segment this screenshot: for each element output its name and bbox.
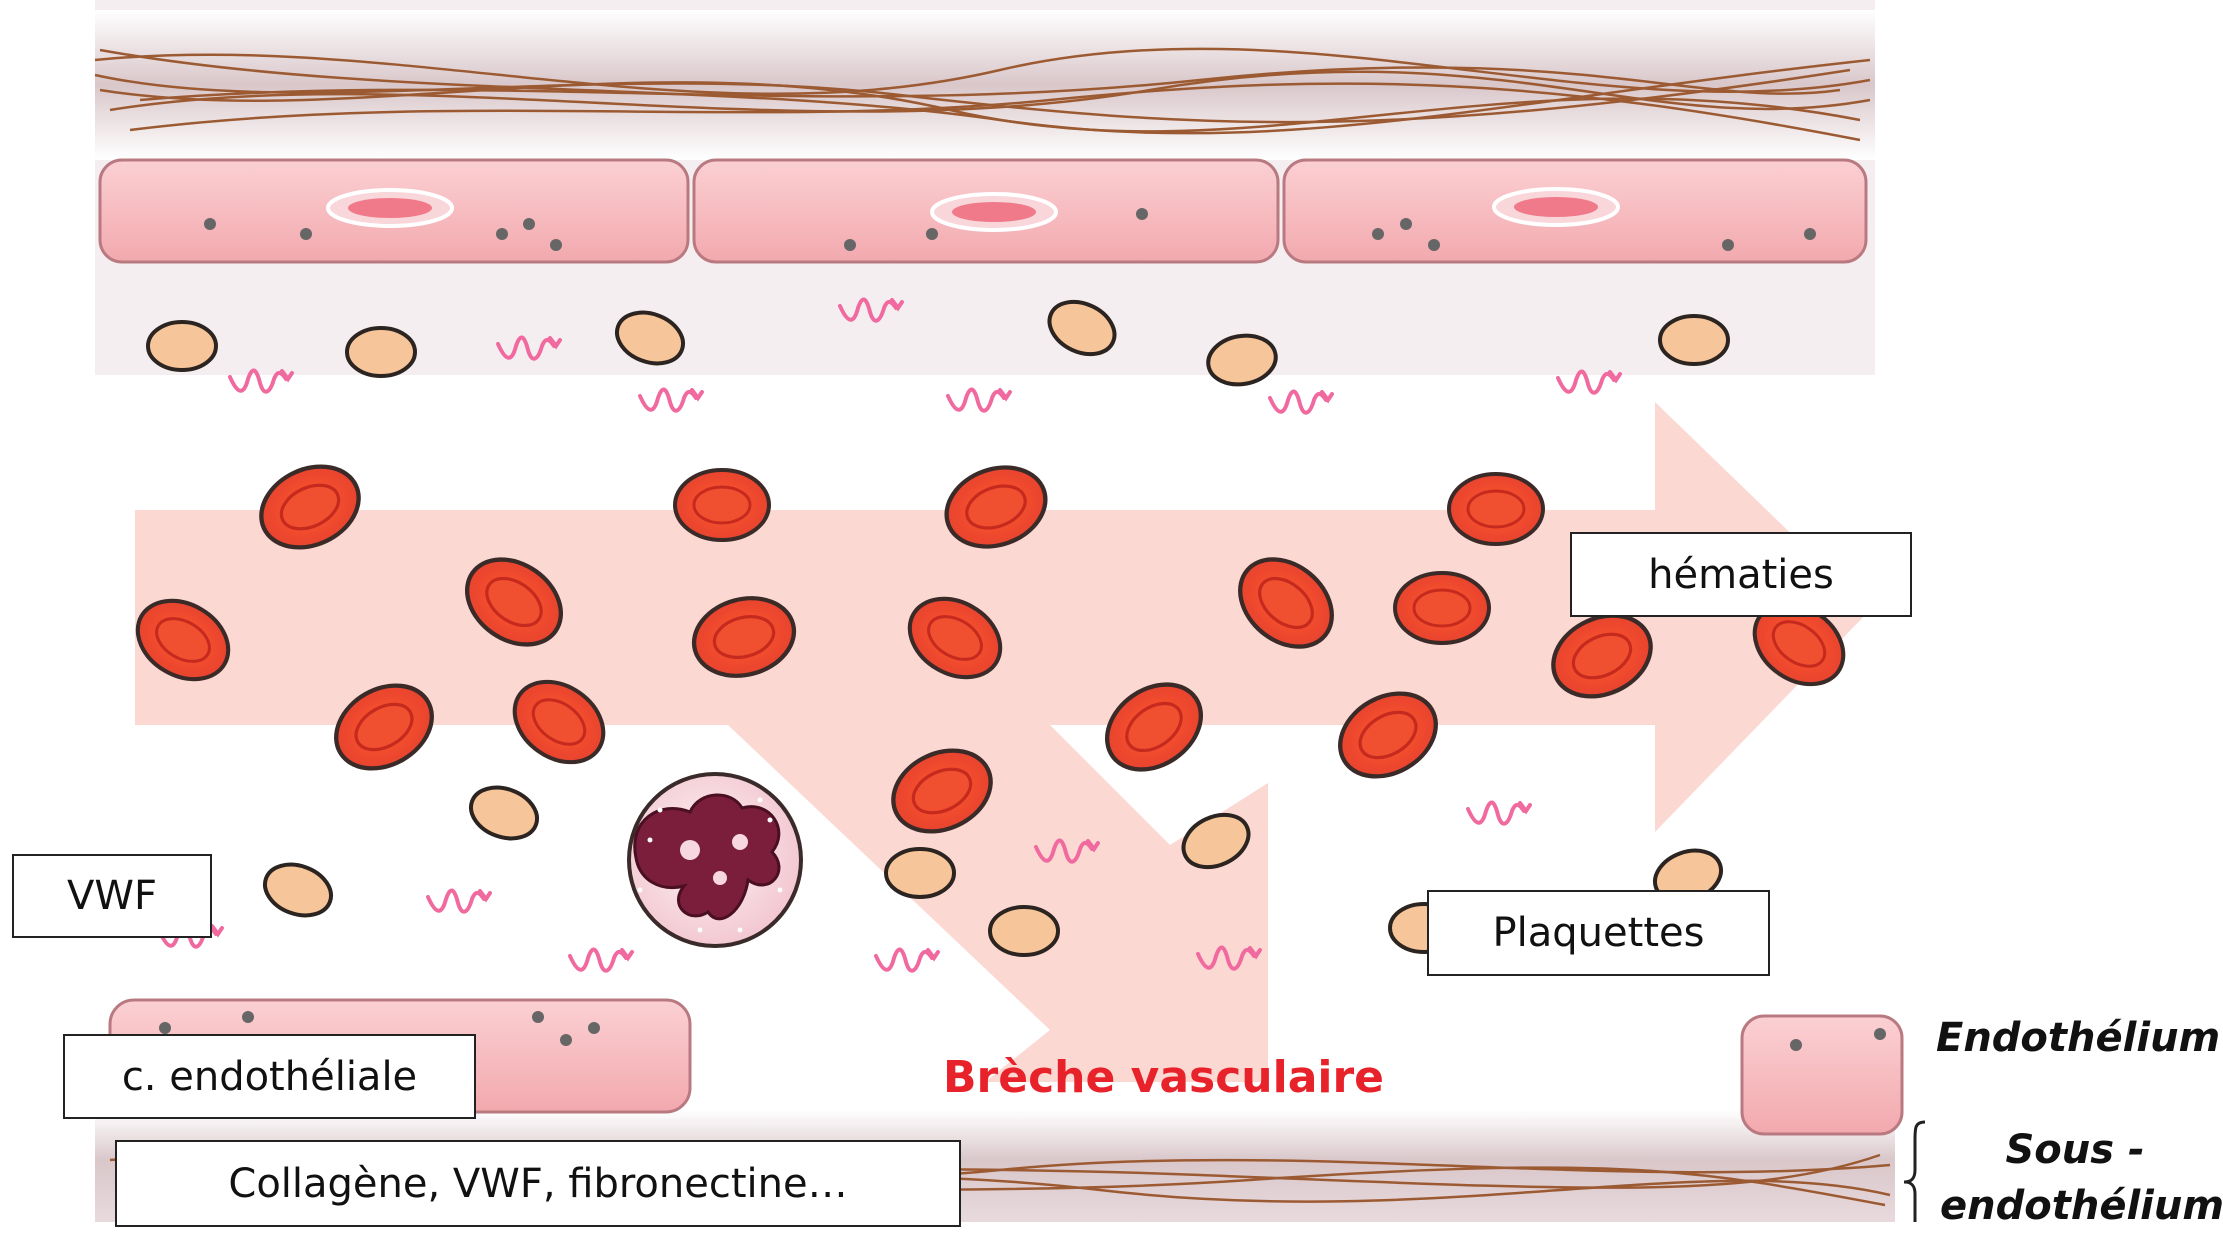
subendothelium-label-line2: endothélium	[1940, 1178, 2210, 1234]
leukocyte-icon	[629, 774, 801, 946]
hematies-label: hématies	[1570, 532, 1912, 617]
endothelial-cell-label: c. endothéliale	[63, 1034, 476, 1119]
subendothelium-label-line1: Sous -	[1940, 1122, 2210, 1178]
breach-label: Brèche vasculaire	[943, 1052, 1384, 1103]
subendothelium-label: Sous - endothélium	[1940, 1122, 2210, 1234]
plaquettes-label: Plaquettes	[1427, 890, 1770, 976]
top-endothelial-cells	[100, 160, 1866, 262]
subendothelium-contents-label: Collagène, VWF, fibronectine…	[115, 1140, 961, 1227]
vwf-label: VWF	[12, 854, 212, 938]
endothelium-label: Endothélium	[1936, 1010, 2206, 1066]
subendothelium-bracket	[1904, 1122, 1925, 1222]
breach-flow-arrow-icon	[728, 725, 1268, 1082]
